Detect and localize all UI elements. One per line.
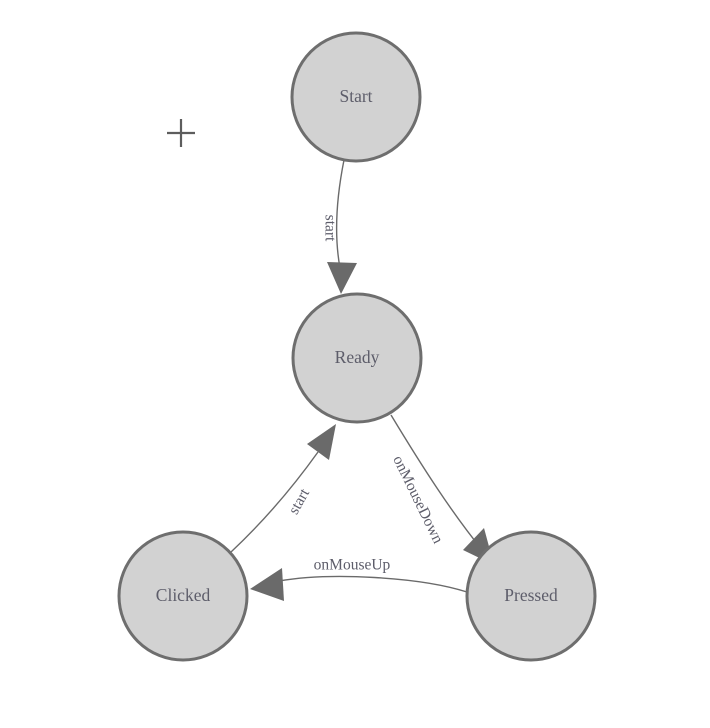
node-ready[interactable]: Ready (291, 292, 423, 424)
node-start[interactable]: Start (290, 31, 422, 163)
edge-label-pressed-to-clicked: onMouseUp (314, 557, 391, 574)
arrowhead-clicked-to-ready (307, 424, 336, 460)
edge-ready-to-pressed[interactable]: onMouseDown (389, 414, 494, 565)
arrowhead-start-to-ready (327, 262, 357, 294)
edge-path-ready-to-pressed (390, 414, 484, 552)
crosshair-icon[interactable] (167, 119, 195, 147)
node-label-ready: Ready (335, 347, 380, 367)
edge-label-ready-to-pressed: onMouseDown (389, 453, 446, 547)
node-label-clicked: Clicked (156, 585, 211, 605)
edge-label-start-to-ready: start (321, 215, 338, 242)
edge-path-pressed-to-clicked (278, 575, 468, 593)
node-label-start: Start (339, 86, 372, 106)
node-clicked[interactable]: Clicked (117, 530, 249, 662)
arrowhead-pressed-to-clicked (250, 568, 284, 601)
node-circle-clicked[interactable] (117, 530, 249, 662)
edge-pressed-to-clicked[interactable]: onMouseUp (250, 557, 468, 601)
node-pressed[interactable]: Pressed (465, 530, 597, 662)
node-circle-start[interactable] (290, 31, 422, 163)
edge-start-to-ready[interactable]: start (321, 159, 357, 294)
edge-path-clicked-to-ready (230, 451, 319, 553)
node-label-pressed: Pressed (504, 585, 558, 605)
node-circle-ready[interactable] (291, 292, 423, 424)
node-circle-pressed[interactable] (465, 530, 597, 662)
edge-path-start-to-ready (335, 159, 345, 269)
edge-clicked-to-ready[interactable]: start (230, 424, 336, 553)
